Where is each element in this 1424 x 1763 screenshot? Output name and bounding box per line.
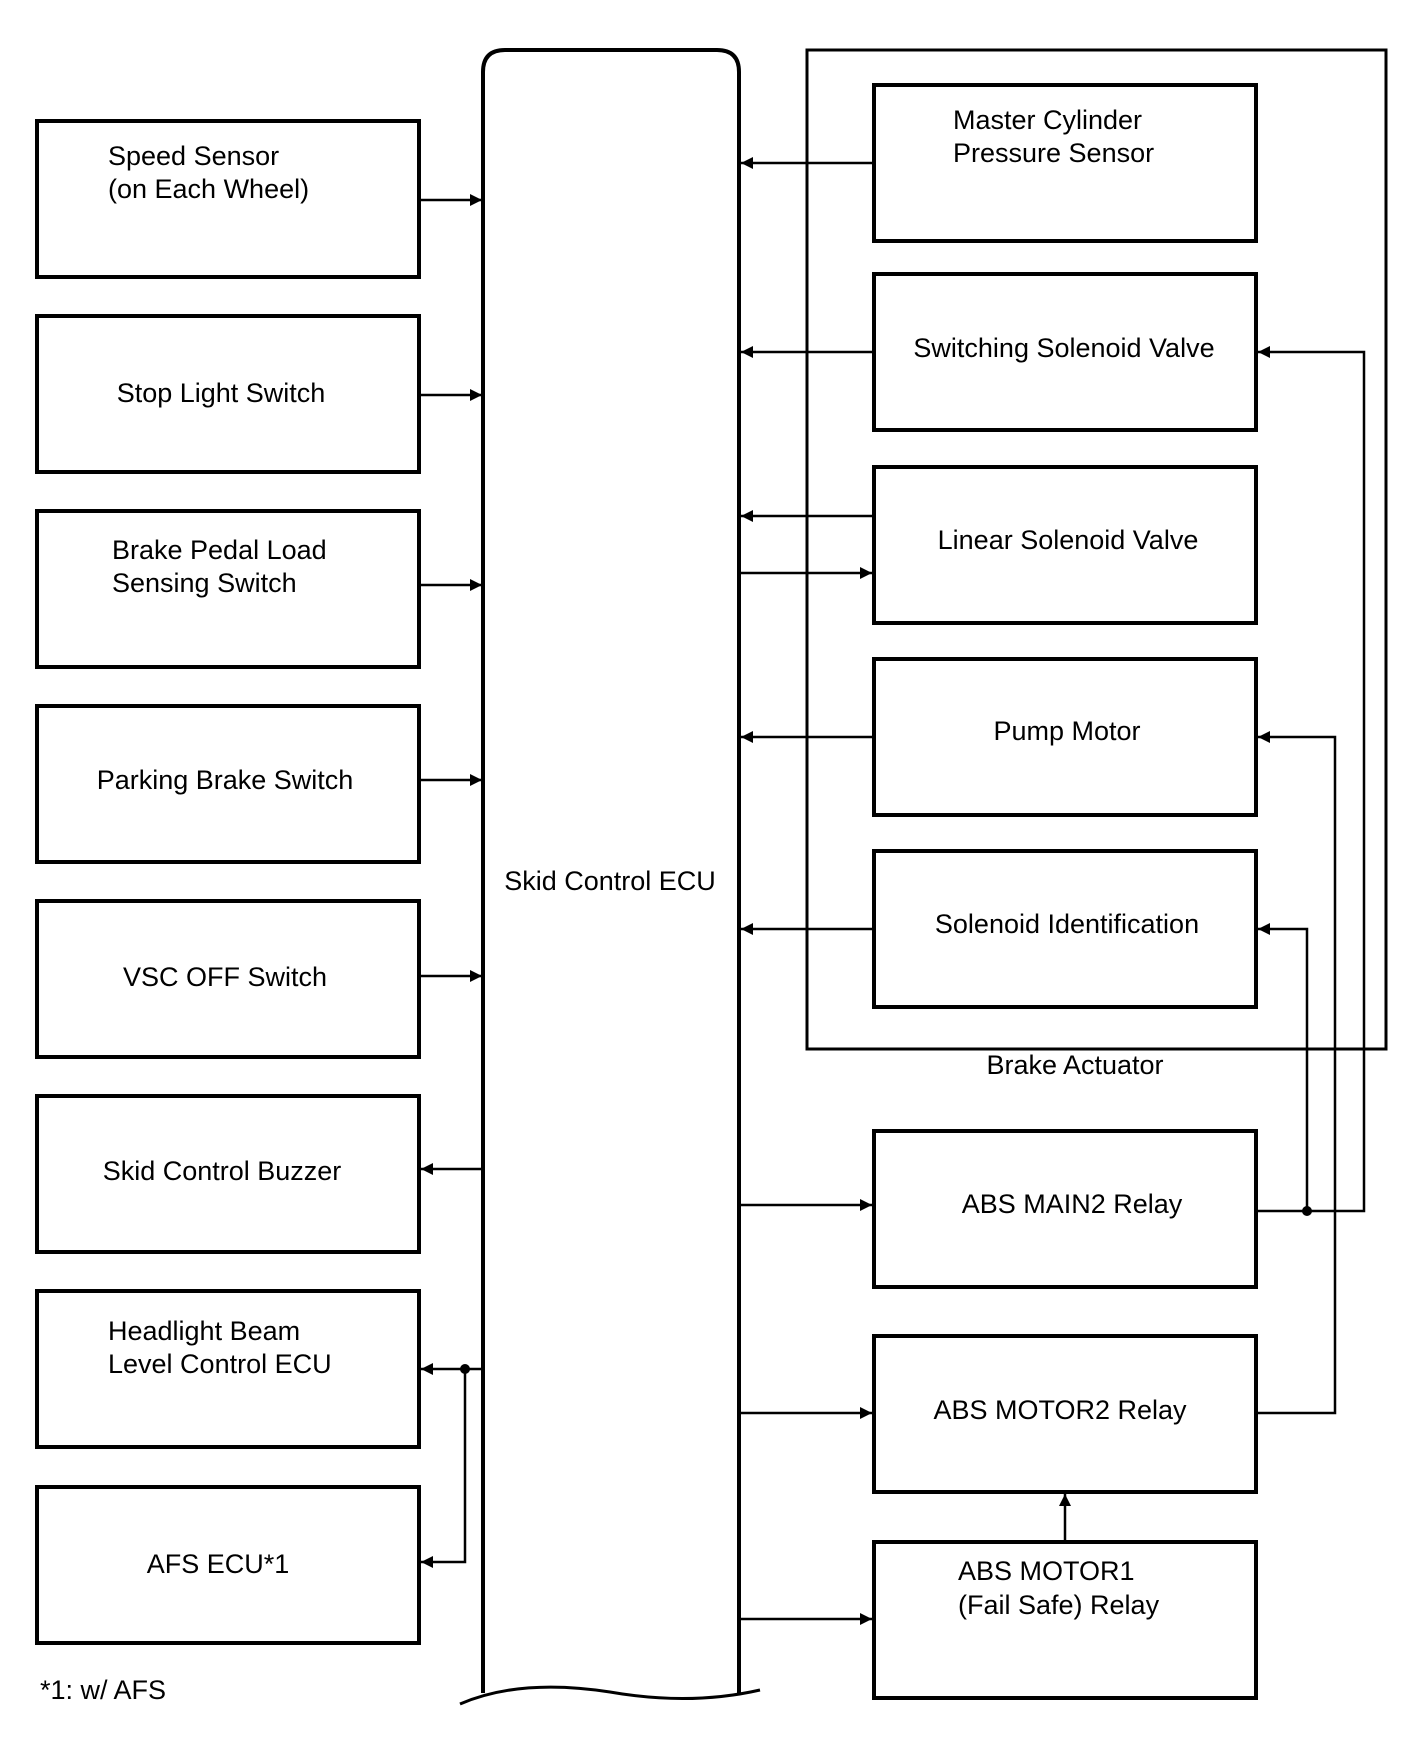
brake-pedal-load-label-2: Sensing Switch	[112, 568, 297, 598]
switching-valve-label: Switching Solenoid Valve	[913, 333, 1214, 363]
master-cylinder-pressure-sensor-box: Master Cylinder Pressure Sensor	[872, 83, 1258, 243]
brake-pedal-load-label-1: Brake Pedal Load	[112, 535, 327, 565]
skid-control-buzzer-label: Skid Control Buzzer	[103, 1156, 342, 1186]
master-cylinder-label-1: Master Cylinder	[953, 105, 1142, 135]
speed-sensor-label-2: (on Each Wheel)	[108, 174, 309, 204]
abs-motor1-label-2: (Fail Safe) Relay	[958, 1590, 1160, 1620]
solenoid-id-label: Solenoid Identification	[935, 909, 1199, 939]
abs-motor2-label: ABS MOTOR2 Relay	[933, 1395, 1187, 1425]
pump-motor-box: Pump Motor	[872, 657, 1258, 817]
afs-ecu-label: AFS ECU*1	[147, 1549, 290, 1579]
parking-brake-switch-box: Parking Brake Switch	[35, 704, 421, 864]
skid-control-ecu: Skid Control ECU	[459, 48, 761, 1706]
stop-light-switch-label: Stop Light Switch	[117, 378, 326, 408]
abs-main2-label: ABS MAIN2 Relay	[962, 1189, 1183, 1219]
afs-ecu-box: AFS ECU*1	[35, 1485, 421, 1645]
speed-sensor-box: Speed Sensor (on Each Wheel)	[35, 119, 421, 279]
junction-abs-main2	[1302, 1206, 1312, 1216]
wire-abs-main2-to-solenoid-id	[1258, 923, 1309, 1211]
wire-abs-motor2-to-pump-motor	[1256, 731, 1337, 1415]
wire-abs-main2-to-switching-valve	[1256, 346, 1366, 1213]
abs-motor1-relay-box: ABS MOTOR1 (Fail Safe) Relay	[872, 1540, 1258, 1700]
vsc-off-switch-label: VSC OFF Switch	[123, 962, 327, 992]
arrow-ecu-to-afs-ecu	[421, 1369, 467, 1568]
speed-sensor-label-1: Speed Sensor	[108, 141, 279, 171]
abs-motor1-label-1: ABS MOTOR1	[958, 1556, 1135, 1586]
junction-headlight-afs	[460, 1364, 470, 1374]
skid-control-buzzer-box: Skid Control Buzzer	[35, 1094, 421, 1254]
headlight-ecu-label-1: Headlight Beam	[108, 1316, 300, 1346]
abs-motor2-relay-box: ABS MOTOR2 Relay	[872, 1334, 1258, 1494]
footnote: *1: w/ AFS	[40, 1675, 166, 1705]
brake-actuator-frame: Brake Actuator	[805, 48, 1388, 1080]
headlight-beam-level-control-ecu-box: Headlight Beam Level Control ECU	[35, 1289, 421, 1449]
switching-solenoid-valve-box: Switching Solenoid Valve	[872, 272, 1258, 432]
parking-brake-switch-label: Parking Brake Switch	[97, 765, 354, 795]
headlight-ecu-label-2: Level Control ECU	[108, 1349, 332, 1379]
linear-valve-label: Linear Solenoid Valve	[938, 525, 1199, 555]
brake-pedal-load-switch-box: Brake Pedal Load Sensing Switch	[35, 509, 421, 669]
brake-actuator-label: Brake Actuator	[986, 1050, 1163, 1080]
linear-solenoid-valve-box: Linear Solenoid Valve	[872, 465, 1258, 625]
vsc-off-switch-box: VSC OFF Switch	[35, 899, 421, 1059]
stop-light-switch-box: Stop Light Switch	[35, 314, 421, 474]
solenoid-identification-box: Solenoid Identification	[872, 849, 1258, 1009]
master-cylinder-label-2: Pressure Sensor	[953, 138, 1154, 168]
pump-motor-label: Pump Motor	[993, 716, 1140, 746]
abs-main2-relay-box: ABS MAIN2 Relay	[872, 1129, 1258, 1289]
ecu-label: Skid Control ECU	[504, 866, 716, 896]
